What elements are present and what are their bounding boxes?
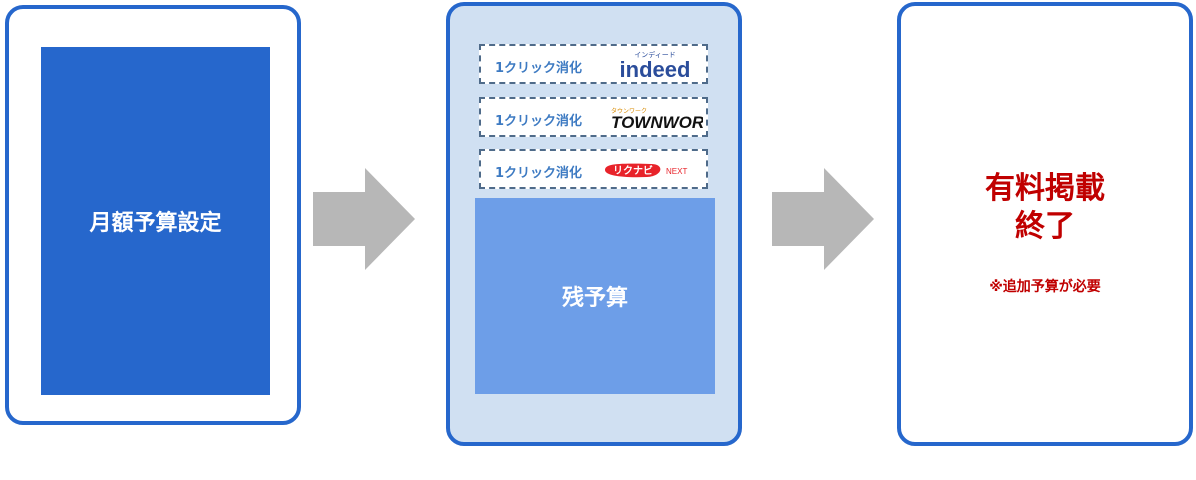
end-title-line1: 有料掲載	[985, 171, 1105, 206]
remaining-budget-label: 残予算	[561, 286, 628, 311]
townwork-logo-kana: タウンワーク	[611, 107, 647, 115]
paid-listing-end-title: 有料掲載 終了	[901, 170, 1189, 246]
indeed-logo-kana: インディード	[634, 50, 676, 59]
townwork-logo-text: TOWNWORK	[611, 113, 703, 130]
rikunabi-logo-text: リクナビ	[613, 164, 653, 177]
additional-budget-note: ※追加予算が必要	[989, 279, 1101, 295]
click-consume-row-rikunabi: 1クリック消化 リクナビ NEXT	[479, 149, 708, 189]
end-title-line2: 終了	[1015, 209, 1075, 244]
right-arrow-icon	[313, 168, 415, 270]
rikunabi-logo-suffix: NEXT	[666, 167, 687, 176]
click-consume-label: 1クリック消化	[495, 114, 583, 129]
monthly-budget-label: 月額予算設定	[89, 211, 222, 236]
indeed-logo: インディード indeed	[620, 50, 691, 80]
paid-listing-end-card: 有料掲載 終了 ※追加予算が必要	[897, 2, 1193, 446]
click-consume-label: 1クリック消化	[495, 61, 583, 76]
click-consume-row-indeed: 1クリック消化 インディード indeed	[479, 44, 708, 84]
indeed-logo-text: indeed	[620, 57, 691, 80]
monthly-budget-block: 月額予算設定	[41, 47, 270, 395]
budget-consumption-card: 1クリック消化 インディード indeed 1クリック消化 タウンワーク TOW…	[446, 2, 742, 446]
townwork-logo: タウンワーク TOWNWORK	[611, 107, 703, 130]
right-arrow-icon	[772, 168, 874, 270]
click-consume-label: 1クリック消化	[495, 166, 583, 181]
monthly-budget-card: 月額予算設定	[5, 5, 301, 425]
remaining-budget-block: 残予算	[475, 198, 715, 394]
rikunabi-next-logo: リクナビ NEXT	[605, 163, 687, 178]
click-consume-row-townwork: 1クリック消化 タウンワーク TOWNWORK	[479, 97, 708, 137]
